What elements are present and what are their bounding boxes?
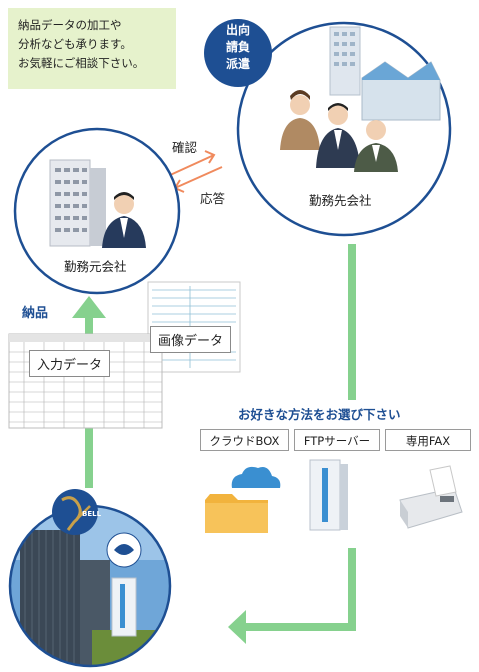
input-data-label: 入力データ — [29, 350, 111, 377]
badge-line-2: 請負 — [225, 40, 250, 54]
factory-icon — [361, 61, 441, 121]
badge-line-1: 出向 — [225, 23, 250, 37]
staff-group-icon — [280, 90, 398, 172]
service-badge — [204, 19, 272, 87]
service-badge-text: 出向 請負 派遣 — [207, 22, 269, 73]
bell-logo-text: BELL — [82, 510, 102, 518]
confirm-label: 確認 — [172, 140, 198, 155]
input-data-spreadsheet — [8, 333, 163, 429]
exchange-arrows — [167, 150, 223, 193]
flow-arrowhead-left — [228, 610, 246, 644]
image-data-label: 画像データ — [150, 326, 232, 353]
fax-machine-icon — [399, 465, 463, 529]
client-person-icon — [102, 192, 146, 248]
client-building-icon — [49, 159, 106, 247]
note-line-2: 分析なども承ります。 — [18, 37, 132, 51]
workplace-label: 勤務先会社 — [309, 193, 372, 208]
method-dedicated-fax: 専用FAX — [385, 429, 471, 451]
cloud-folder-icon — [205, 466, 281, 533]
note-line-3: お気軽にご相談下さい。 — [18, 56, 145, 70]
service-note: 納品データの加工や 分析なども承ります。 お気軽にご相談下さい。 — [8, 8, 176, 89]
reply-label: 応答 — [200, 191, 226, 206]
office-building-icon — [329, 26, 361, 96]
method-ftp-server: FTPサーバー — [294, 429, 380, 451]
client-label: 勤務元会社 — [64, 259, 127, 274]
delivery-label: 納品 — [22, 306, 49, 321]
server-icon — [309, 459, 348, 531]
note-line-1: 納品データの加工や — [18, 18, 122, 32]
methods-title: お好きな方法をお選び下さい — [238, 407, 401, 422]
method-cloud-box: クラウドBOX — [200, 429, 289, 451]
bell-logo-icon — [52, 489, 98, 535]
badge-line-3: 派遣 — [225, 57, 250, 71]
flow-arrowhead-up — [72, 296, 106, 318]
